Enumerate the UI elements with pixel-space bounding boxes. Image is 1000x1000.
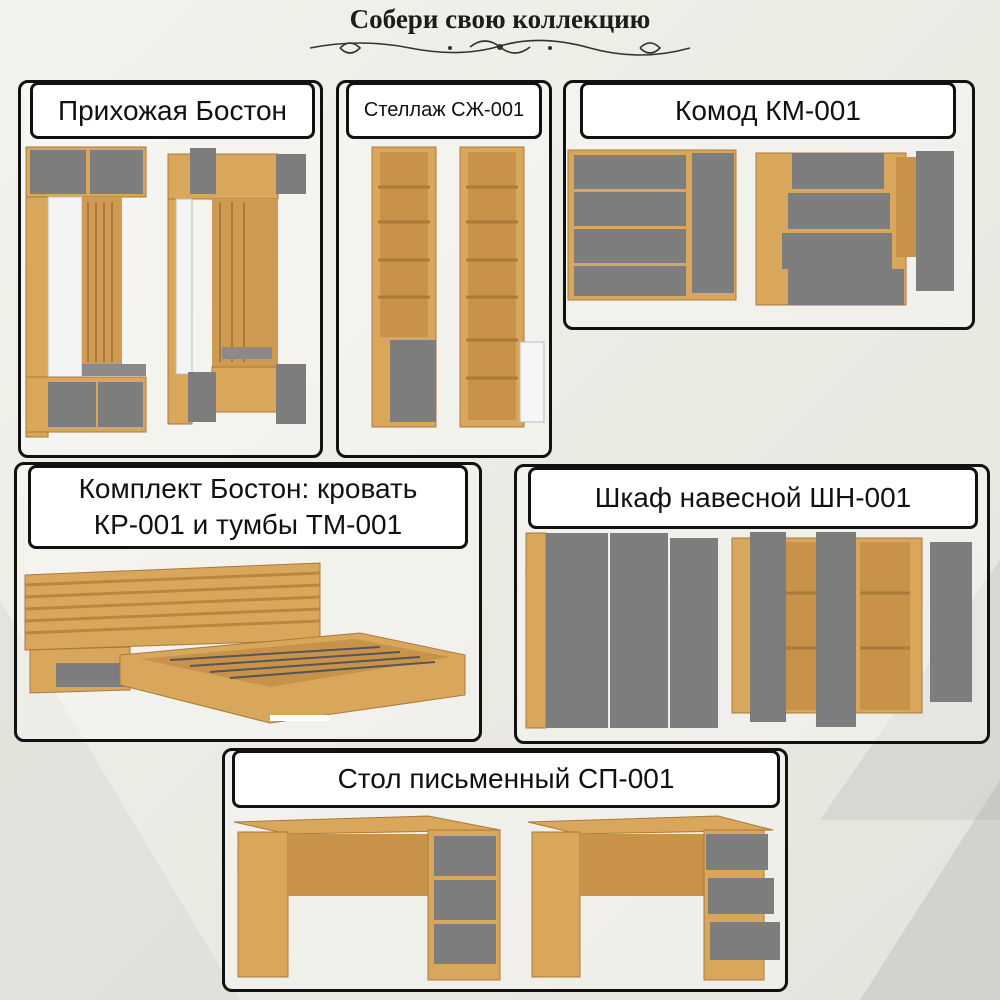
label-bed-set-line2: КР-001 и тумбы ТМ-001	[93, 509, 403, 540]
bed-set-illustration	[24, 562, 466, 724]
page-title: Собери свою коллекцию	[349, 4, 651, 34]
label-wall-cabinet: Шкаф навесной ШН-001	[528, 467, 978, 529]
label-shelf: Стеллаж СЖ-001	[346, 82, 542, 139]
label-bed-set: Комплект Бостон: кровать КР-001 и тумбы …	[28, 465, 468, 549]
label-hallway: Прихожая Бостон	[30, 82, 315, 139]
bookshelf-illustration	[371, 146, 545, 428]
desk-illustration	[233, 815, 780, 981]
ornament-divider	[309, 39, 691, 56]
label-desk: Стол письменный СП-001	[232, 750, 780, 808]
label-dresser: Комод КМ-001	[580, 82, 956, 139]
dresser-illustration	[567, 149, 954, 306]
label-bed-set-line1: Комплект Бостон: кровать	[78, 473, 418, 504]
background-shape	[860, 780, 1000, 1000]
hallway-unit-illustration	[25, 146, 306, 438]
wall-cabinet-illustration	[525, 532, 972, 729]
